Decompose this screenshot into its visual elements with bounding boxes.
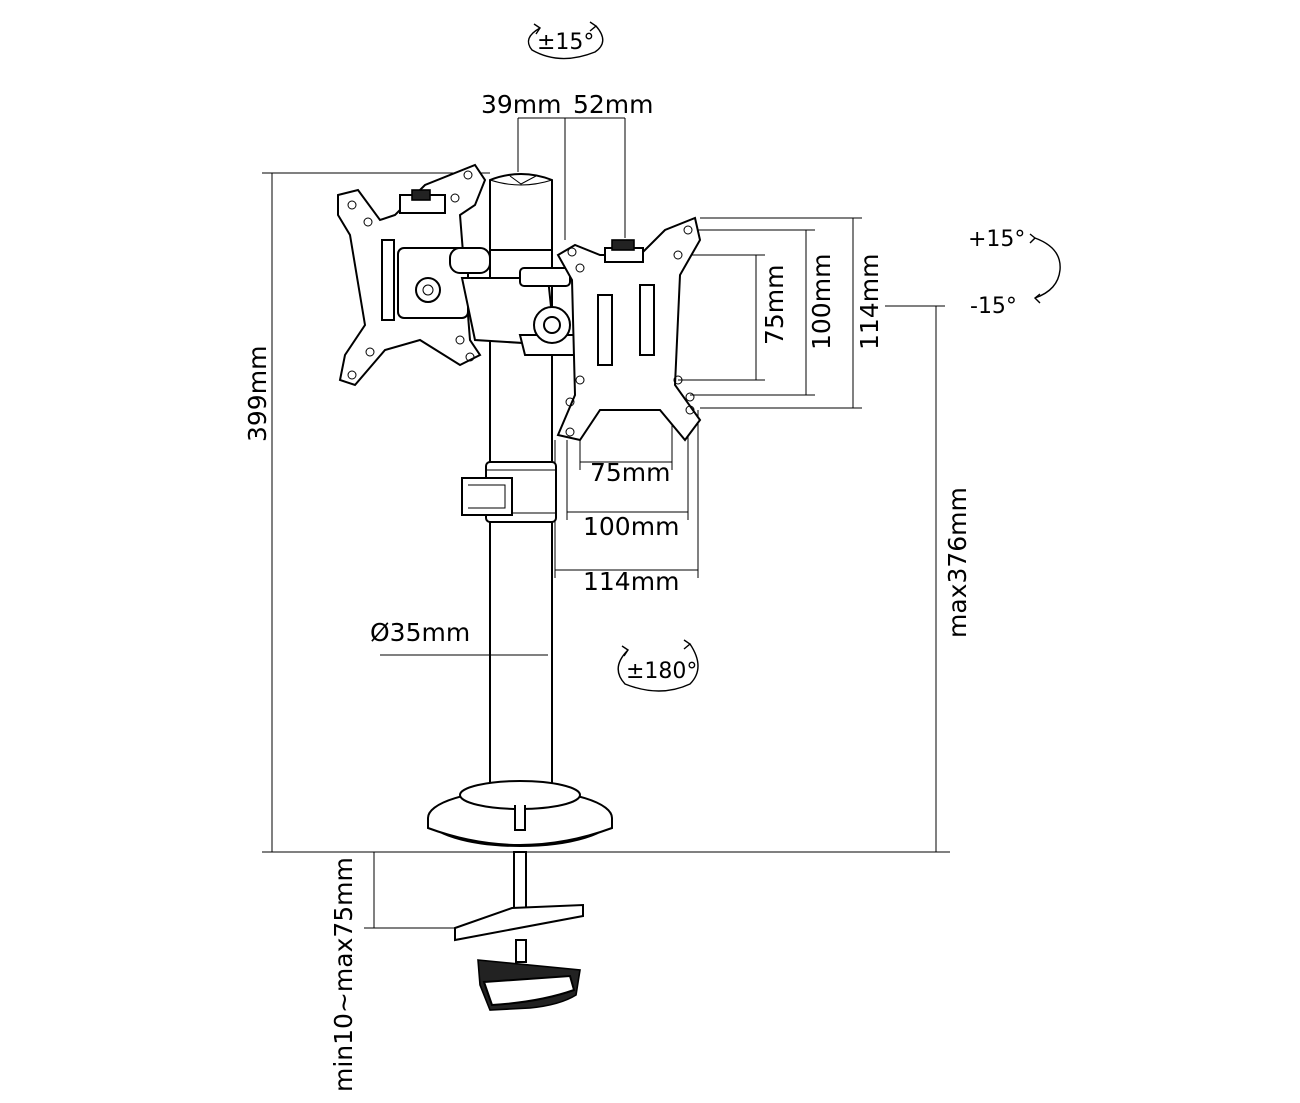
tilt-top-label: ±15° <box>537 30 594 55</box>
rotation-indicator-swivel <box>617 639 699 692</box>
base <box>427 780 613 847</box>
cable-clip <box>461 461 557 523</box>
offset-right-label: 52mm <box>573 90 654 119</box>
vesa-plate-right <box>556 216 702 442</box>
total-height-label: 399mm <box>243 346 272 442</box>
vesa-vertical-100-label: 100mm <box>807 254 836 350</box>
rotation-indicator-top <box>527 21 604 60</box>
rotation-indicator-tilt <box>1029 233 1061 304</box>
labels: ±15° 39mm 52mm 399mm 75mm 100mm 114mm 75… <box>243 30 1025 1092</box>
vesa-horizontal-100-label: 100mm <box>583 512 679 541</box>
vesa-horizontal-114-label: 114mm <box>583 567 679 596</box>
vesa-plate-left <box>337 163 487 387</box>
desk-clamp <box>454 851 584 1011</box>
pole-diameter-label: Ø35mm <box>370 618 470 647</box>
arm <box>449 247 590 356</box>
tilt-plus-label: +15° <box>968 227 1025 252</box>
offset-left-label: 39mm <box>481 90 562 119</box>
swivel-label: ±180° <box>626 659 697 684</box>
vesa-horizontal-75-label: 75mm <box>590 458 671 487</box>
vesa-vertical-114-label: 114mm <box>855 254 884 350</box>
desk-thickness-label: min10~max75mm <box>329 857 358 1092</box>
vesa-vertical-75-label: 75mm <box>760 264 789 345</box>
max-height-label: max376mm <box>943 487 972 638</box>
tilt-minus-label: -15° <box>970 294 1017 319</box>
